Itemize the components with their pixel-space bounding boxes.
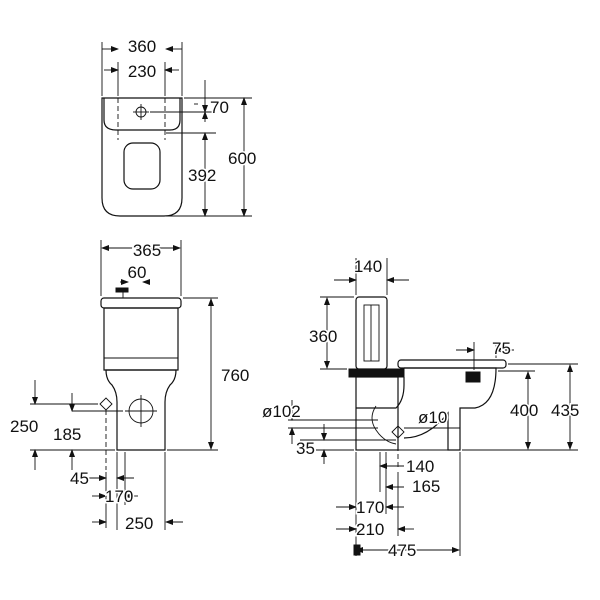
dim-side-hole-dia: ø10 [418,408,447,427]
side-view: 140 360 75 435 400 ø102 ø10 35 140 165 1… [261,256,581,562]
dim-top-hole-to-front: 392 [188,166,216,185]
dim-side-tank-height: 360 [309,327,337,346]
dim-front-base-width: 250 [125,514,153,533]
top-view: 360 230 70 600 392 [101,36,258,217]
top-view-dimensions [101,42,252,217]
top-view-outline [101,97,183,217]
front-view: 365 60 760 250 185 45 170 250 [9,240,251,535]
dim-side-seat-gap: 75 [492,339,511,358]
side-view-outline [348,296,507,470]
dim-side-210: 210 [356,520,384,539]
dim-side-140: 140 [406,457,434,476]
dim-side-tank-depth: 140 [354,257,382,276]
dim-front-button: 60 [128,263,147,282]
dim-side-height-400: 400 [510,401,538,420]
dim-front-inlet-height: 185 [53,425,81,444]
dim-front-inlet-left: 250 [10,417,38,436]
dim-front-offset: 45 [70,469,89,488]
front-view-dimensions [30,240,218,530]
dim-front-width: 365 [133,241,161,260]
dim-side-height-435: 435 [551,401,579,420]
dim-side-170: 170 [356,498,384,517]
dim-side-pipe-dia: ø102 [262,402,301,421]
dim-front-foot-width: 170 [105,487,133,506]
dim-side-475: 475 [388,541,416,560]
dim-top-width-inner: 230 [128,62,156,81]
dim-side-165: 165 [412,477,440,496]
dim-top-depth: 600 [228,149,256,168]
dim-front-height: 760 [221,366,249,385]
front-view-outline [99,287,182,470]
dim-top-width-overall: 360 [128,37,156,56]
dim-side-low-35: 35 [296,439,315,458]
dim-top-to-hole: 70 [210,98,229,117]
side-view-dimensions [288,258,578,556]
